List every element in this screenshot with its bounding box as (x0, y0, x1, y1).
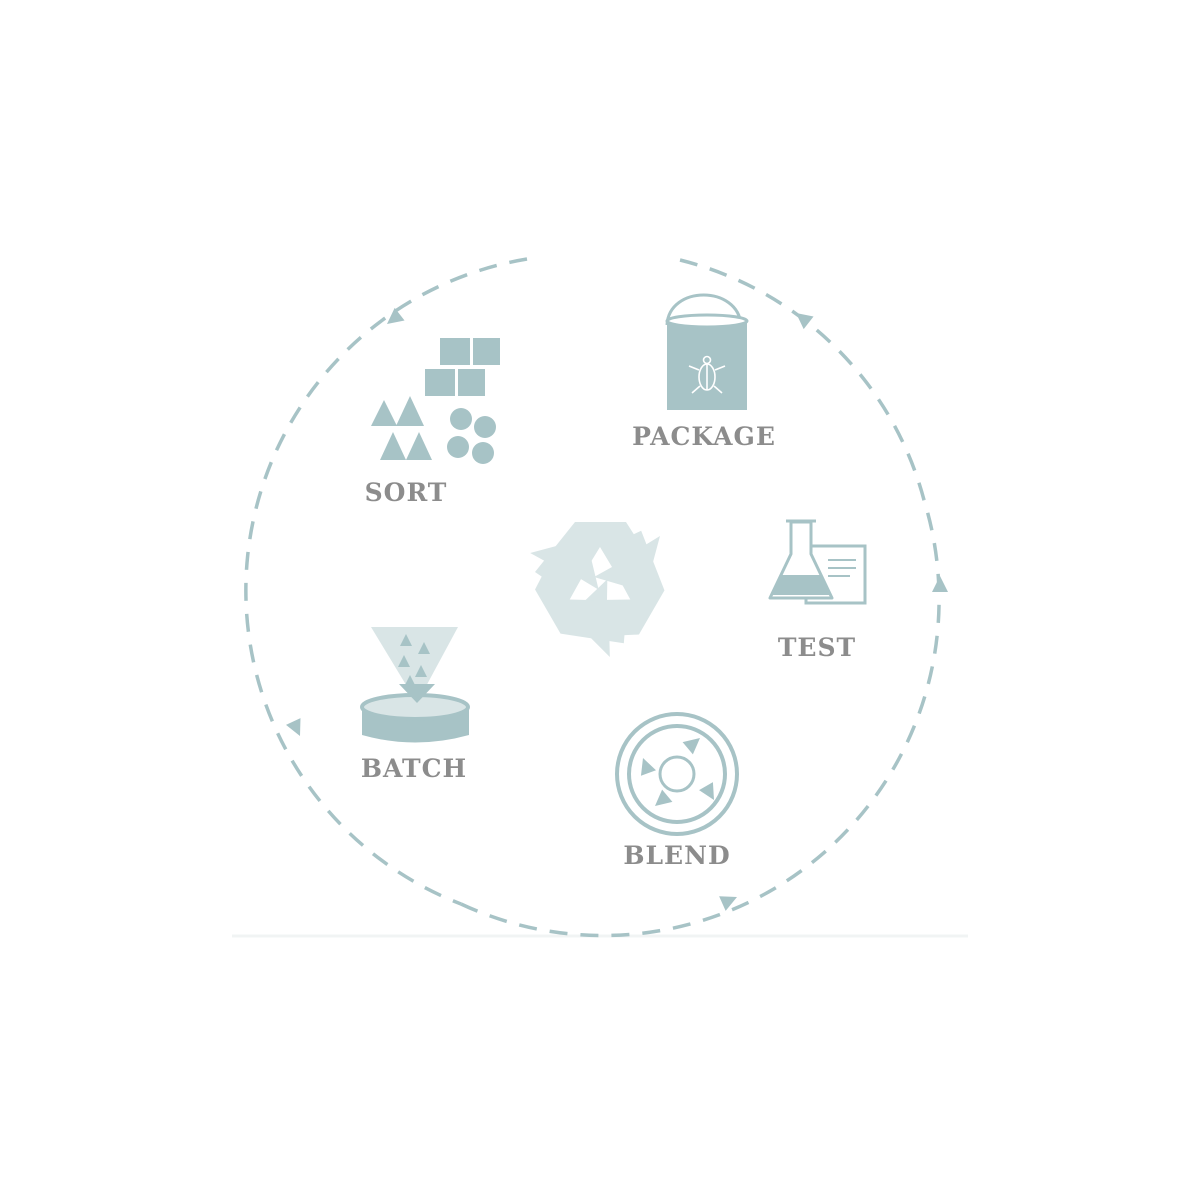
recycle-icon (530, 522, 665, 657)
step-label-package: PACKAGE (632, 422, 776, 451)
flask-document-icon (768, 519, 867, 605)
arrow-head-top-left (387, 307, 405, 324)
cycle-ring (244, 257, 941, 938)
blend-circle-icon (615, 712, 739, 836)
paint-can-icon (665, 293, 749, 410)
step-package: PACKAGE (632, 293, 776, 451)
arrow-head-right (932, 576, 948, 592)
step-label-test: TEST (778, 633, 856, 662)
arrow-head-top-right (796, 313, 814, 330)
arrow-head-bottom (719, 896, 737, 911)
step-batch: BATCH (360, 627, 470, 783)
step-blend: BLEND (615, 712, 739, 870)
step-label-blend: BLEND (623, 841, 730, 870)
step-sort: SORT (365, 338, 500, 507)
turtle-icon (688, 355, 726, 394)
step-test: TEST (768, 519, 867, 662)
shapes-icon (371, 338, 500, 464)
arrow-head-left (285, 718, 301, 736)
step-label-batch: BATCH (361, 754, 467, 783)
cycle-arrows (285, 307, 948, 911)
step-label-sort: SORT (365, 478, 448, 507)
funnel-tray-icon (360, 627, 470, 743)
